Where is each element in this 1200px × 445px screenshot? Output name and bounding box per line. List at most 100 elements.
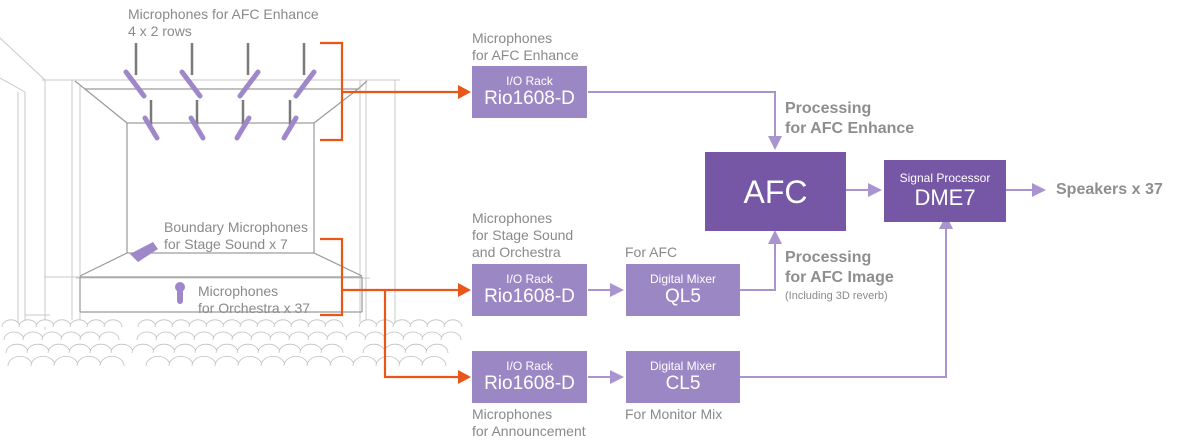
seat (188, 319, 208, 328)
rio-enhance-caption: Microphones for AFC Enhance (472, 30, 579, 63)
seat (364, 331, 386, 341)
seat (425, 343, 449, 354)
rio1608-stage-box[interactable]: I/O Rack Rio1608-D (472, 264, 587, 316)
seat (307, 319, 327, 328)
seat (41, 331, 63, 341)
ql5-mixer-box[interactable]: Digital Mixer QL5 (626, 264, 740, 316)
seat (320, 343, 344, 354)
seat (345, 331, 367, 341)
seat (426, 319, 446, 328)
seat (250, 331, 272, 341)
seat (215, 343, 239, 354)
seat (421, 356, 447, 367)
rio-stage-caption: Microphones for Stage Sound and Orchestr… (472, 210, 574, 260)
seat (154, 319, 174, 328)
seat (299, 343, 323, 354)
stage-frame (74, 80, 368, 313)
orchestra-microphone-icon (175, 282, 185, 304)
processing-image-label: Processing for AFC Image (785, 249, 894, 286)
seat (136, 331, 158, 341)
afc-processor-box[interactable]: AFC (705, 152, 846, 231)
seat (383, 331, 405, 341)
seat (256, 319, 276, 328)
box-model-label: Rio1608-D (484, 373, 575, 394)
ceiling-mic-icon (293, 69, 317, 99)
seat (421, 331, 443, 341)
seat (398, 356, 424, 367)
cl5-caption: For Monitor Mix (625, 406, 723, 422)
ceiling-mic-icon (281, 115, 299, 141)
seat (137, 319, 157, 328)
seat (283, 356, 309, 367)
seat (171, 319, 191, 328)
rio-announce-caption: Microphones for Announcement (472, 406, 586, 439)
seat (260, 356, 286, 367)
seat (239, 319, 259, 328)
seat (409, 319, 429, 328)
box-model-label: CL5 (665, 373, 701, 394)
seat (306, 356, 332, 367)
ceiling-mic-icon (123, 69, 147, 99)
seat (7, 356, 33, 367)
seat (214, 356, 240, 367)
box-model-label: Rio1608-D (484, 88, 575, 109)
ceiling-mic-icon (142, 115, 160, 141)
seat (98, 331, 120, 341)
seat (273, 319, 293, 328)
box-model-label: QL5 (665, 286, 701, 307)
seat (99, 356, 125, 367)
seat (194, 343, 218, 354)
seat (89, 343, 113, 354)
seat (173, 343, 197, 354)
arrowheads-orange (458, 85, 471, 384)
seat (145, 356, 171, 367)
seat (375, 356, 401, 367)
seat (392, 319, 412, 328)
seat (205, 319, 225, 328)
seat (47, 343, 71, 354)
seat (53, 356, 79, 367)
seat (174, 331, 196, 341)
seat (26, 343, 50, 354)
seat (60, 331, 82, 341)
seat (362, 343, 386, 354)
rio1608-announce-box[interactable]: I/O Rack Rio1608-D (472, 351, 587, 403)
box-type-label: Digital Mixer (649, 272, 716, 286)
box-type-label: Signal Processor (899, 171, 991, 185)
seat (52, 319, 72, 328)
boundary-microphone-icon (130, 242, 158, 262)
seat (3, 331, 25, 341)
seat (383, 343, 407, 354)
dme7-processor-box[interactable]: Signal Processor DME7 (884, 160, 1006, 222)
ceiling-mics-label: Microphones for AFC Enhance 4 x 2 rows (128, 6, 319, 39)
seat (358, 319, 378, 328)
seat (329, 356, 355, 367)
box-model-label: AFC (743, 173, 808, 210)
seat (443, 319, 463, 328)
ceiling-mic-icon (179, 69, 203, 99)
seat (35, 319, 55, 328)
seat (18, 319, 38, 328)
arrowheads-purple (610, 136, 1046, 384)
seat (212, 331, 234, 341)
seat (222, 319, 242, 328)
box-type-label: I/O Rack (506, 359, 553, 373)
seat (110, 343, 134, 354)
speakers-output-label: Speakers x 37 (1056, 181, 1163, 198)
ceiling-mic-icon (237, 69, 261, 99)
seat (236, 343, 260, 354)
rio1608-enhance-box[interactable]: I/O Rack Rio1608-D (472, 66, 587, 118)
seat (131, 343, 155, 354)
seat (278, 343, 302, 354)
boundary-mics-label: Boundary Microphones for Stage Sound x 7 (164, 219, 308, 252)
seat (257, 343, 281, 354)
seat (5, 343, 29, 354)
seat (269, 331, 291, 341)
seat (1, 319, 21, 328)
cl5-mixer-box[interactable]: Digital Mixer CL5 (626, 351, 740, 403)
seat (324, 319, 344, 328)
processing-image-note: (Including 3D reverb) (785, 290, 888, 302)
concert-hall-illustration (0, 37, 400, 330)
seat (68, 343, 92, 354)
